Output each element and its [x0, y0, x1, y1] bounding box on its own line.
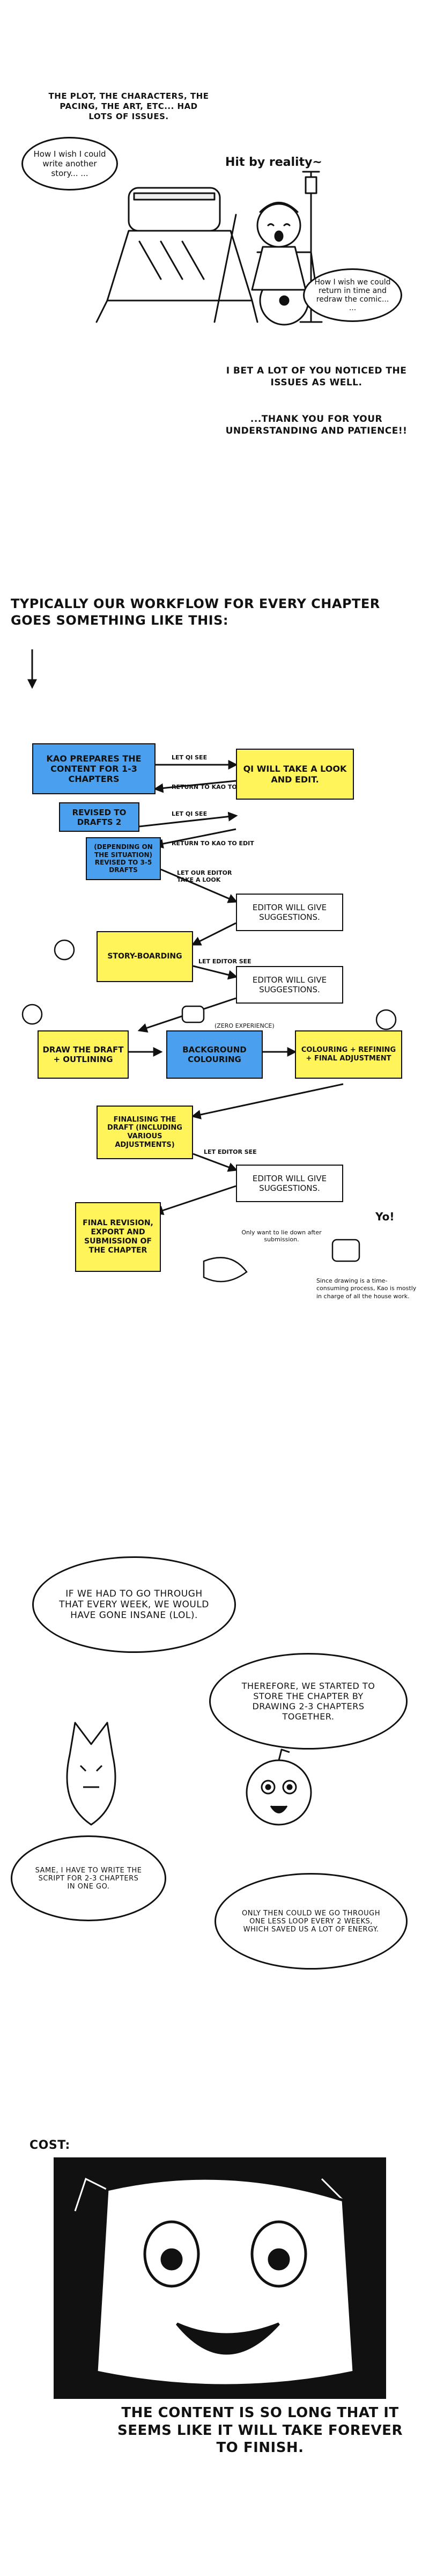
lying-character [203, 1257, 248, 1283]
arrow-label-let-editor-see: LET OUR EDITOR TAKE A LOOK [177, 869, 232, 883]
arrow-label-return-to-kao-2: RETURN TO KAO TO EDIT [172, 840, 254, 847]
panel4-illustration [54, 2157, 386, 2399]
arrow-finalising-to-editor3 [193, 1153, 238, 1172]
caption-thank-you: ...THANK YOU FOR YOUR UNDERSTANDING AND … [225, 414, 408, 437]
bubble-text: IF WE HAD TO GO THROUGH THAT EVERY WEEK,… [59, 1589, 209, 1621]
box-background-colouring: BACKGROUND COLOURING [166, 1030, 263, 1079]
box-draw-draft: DRAW THE DRAFT + OUTLINING [38, 1030, 129, 1079]
box-revised-draft2: REVISED TO DRAFTS 2 [59, 802, 139, 832]
bandage-stripe [133, 192, 216, 201]
panel3-illustration [66, 1722, 312, 1826]
arrow-label-let-editor-see-3: LET EDITOR SEE [204, 1148, 257, 1155]
workflow-arrows [21, 649, 397, 1283]
arrow-to-editor-1 [160, 868, 238, 903]
box-final-revision: FINAL REVISION, EXPORT AND SUBMISSION OF… [75, 1202, 161, 1272]
arrow-qi-to-kao [153, 780, 236, 793]
speed-lines [74, 2177, 344, 2212]
note-yo: Yo! [375, 1210, 395, 1223]
kao-icon-2 [21, 1004, 43, 1025]
arrow-draft2-to-qi [139, 811, 238, 828]
arrow-storyboard-to-editor2 [193, 965, 238, 980]
arrow-label-let-qi-see-2: LET QI SEE [172, 810, 208, 817]
speech-bubble-return-in-time: How I wish we could return in time and r… [303, 268, 402, 322]
speech-bubble-write-script: SAME, I HAVE TO WRITE THE SCRIPT FOR 2-3… [11, 1835, 166, 1921]
caption-noticed-issues: I BET A LOT OF YOU NOTICED THE ISSUES AS… [226, 365, 407, 389]
hit-by-reality-label: Hit by reality~ [225, 156, 322, 169]
box-kao-prepares: KAO PREPARES THE CONTENT FOR 1-3 CHAPTER… [32, 743, 156, 794]
bubble-text: ONLY THEN COULD WE GO THROUGH ONE LESS L… [241, 1909, 381, 1934]
box-qi-edit: QI WILL TAKE A LOOK AND EDIT. [236, 749, 354, 800]
kao-cat-character [66, 1722, 116, 1826]
kao-icon [54, 939, 75, 961]
bubble-text: THEREFORE, WE STARTED TO STORE THE CHAPT… [241, 1681, 375, 1722]
speech-bubble-write-another-story: How I wish I could write another story..… [21, 137, 118, 191]
arrow-qi-to-draft35 [153, 828, 236, 849]
bubble-text: SAME, I HAVE TO WRITE THE SCRIPT FOR 2-3… [35, 1866, 142, 1891]
speech-bubble-store-chapters: THEREFORE, WE STARTED TO STORE THE CHAPT… [209, 1653, 408, 1750]
box-finalising-draft: FINALISING THE DRAFT (INCLUDING VARIOUS … [97, 1106, 193, 1159]
box-editor-suggestions-1: EDITOR WILL GIVE SUGGESTIONS. [236, 894, 343, 931]
arrow-editor3-to-final [153, 1185, 236, 1215]
caption-plot-issues: THE PLOT, THE CHARACTERS, THE PACING, TH… [48, 91, 209, 121]
box-revised-draft35: (DEPENDING ON THE SITUATION) REVISED TO … [86, 837, 161, 880]
arrow-label-let-qi-see: LET QI SEE [172, 754, 208, 761]
box-storyboarding: STORY-BOARDING [97, 931, 193, 982]
caption-takes-forever: THE CONTENT IS SO LONG THAT IT SEEMS LIK… [115, 2404, 405, 2457]
stripes [138, 240, 205, 280]
iv-bag [305, 176, 317, 194]
arrow-label-return-to-kao: RETURN TO KAO TO EDIT [172, 784, 254, 791]
bubble-text: How I wish we could return in time and r… [314, 278, 391, 312]
speech-bubble-gone-insane: IF WE HAD TO GO THROUGH THAT EVERY WEEK,… [32, 1556, 236, 1653]
workflow-heading: TYPICALLY OUR WORKFLOW FOR EVERY CHAPTER… [11, 596, 380, 628]
qi-icon-2 [181, 1005, 205, 1023]
note-house-work: Since drawing is a time-consuming proces… [316, 1277, 417, 1300]
label-zero-experience: (ZERO EXPERIENCE) [214, 1022, 275, 1029]
arrow-editor1-to-storyboard [191, 922, 236, 946]
cost-label: COST: [29, 2139, 70, 2152]
box-colouring-refining: COLOURING + REFINING + FINAL ADJUSTMENT [295, 1030, 402, 1079]
speech-bubble-one-less-loop: ONLY THEN COULD WE GO THROUGH ONE LESS L… [214, 1873, 408, 1970]
box-editor-suggestions-3: EDITOR WILL GIVE SUGGESTIONS. [236, 1165, 343, 1202]
open-mouth [176, 2322, 280, 2355]
arrow-colour-to-finalising [191, 1083, 344, 1119]
note-lie-down: Only want to lie down after submission. [241, 1229, 322, 1243]
box-editor-suggestions-2: EDITOR WILL GIVE SUGGESTIONS. [236, 966, 343, 1004]
bubble-text: How I wish I could write another story..… [33, 149, 106, 178]
arrow-label-let-editor-see-2: LET EDITOR SEE [198, 958, 252, 965]
qi-icon [375, 1009, 397, 1030]
yo-character [331, 1239, 360, 1262]
